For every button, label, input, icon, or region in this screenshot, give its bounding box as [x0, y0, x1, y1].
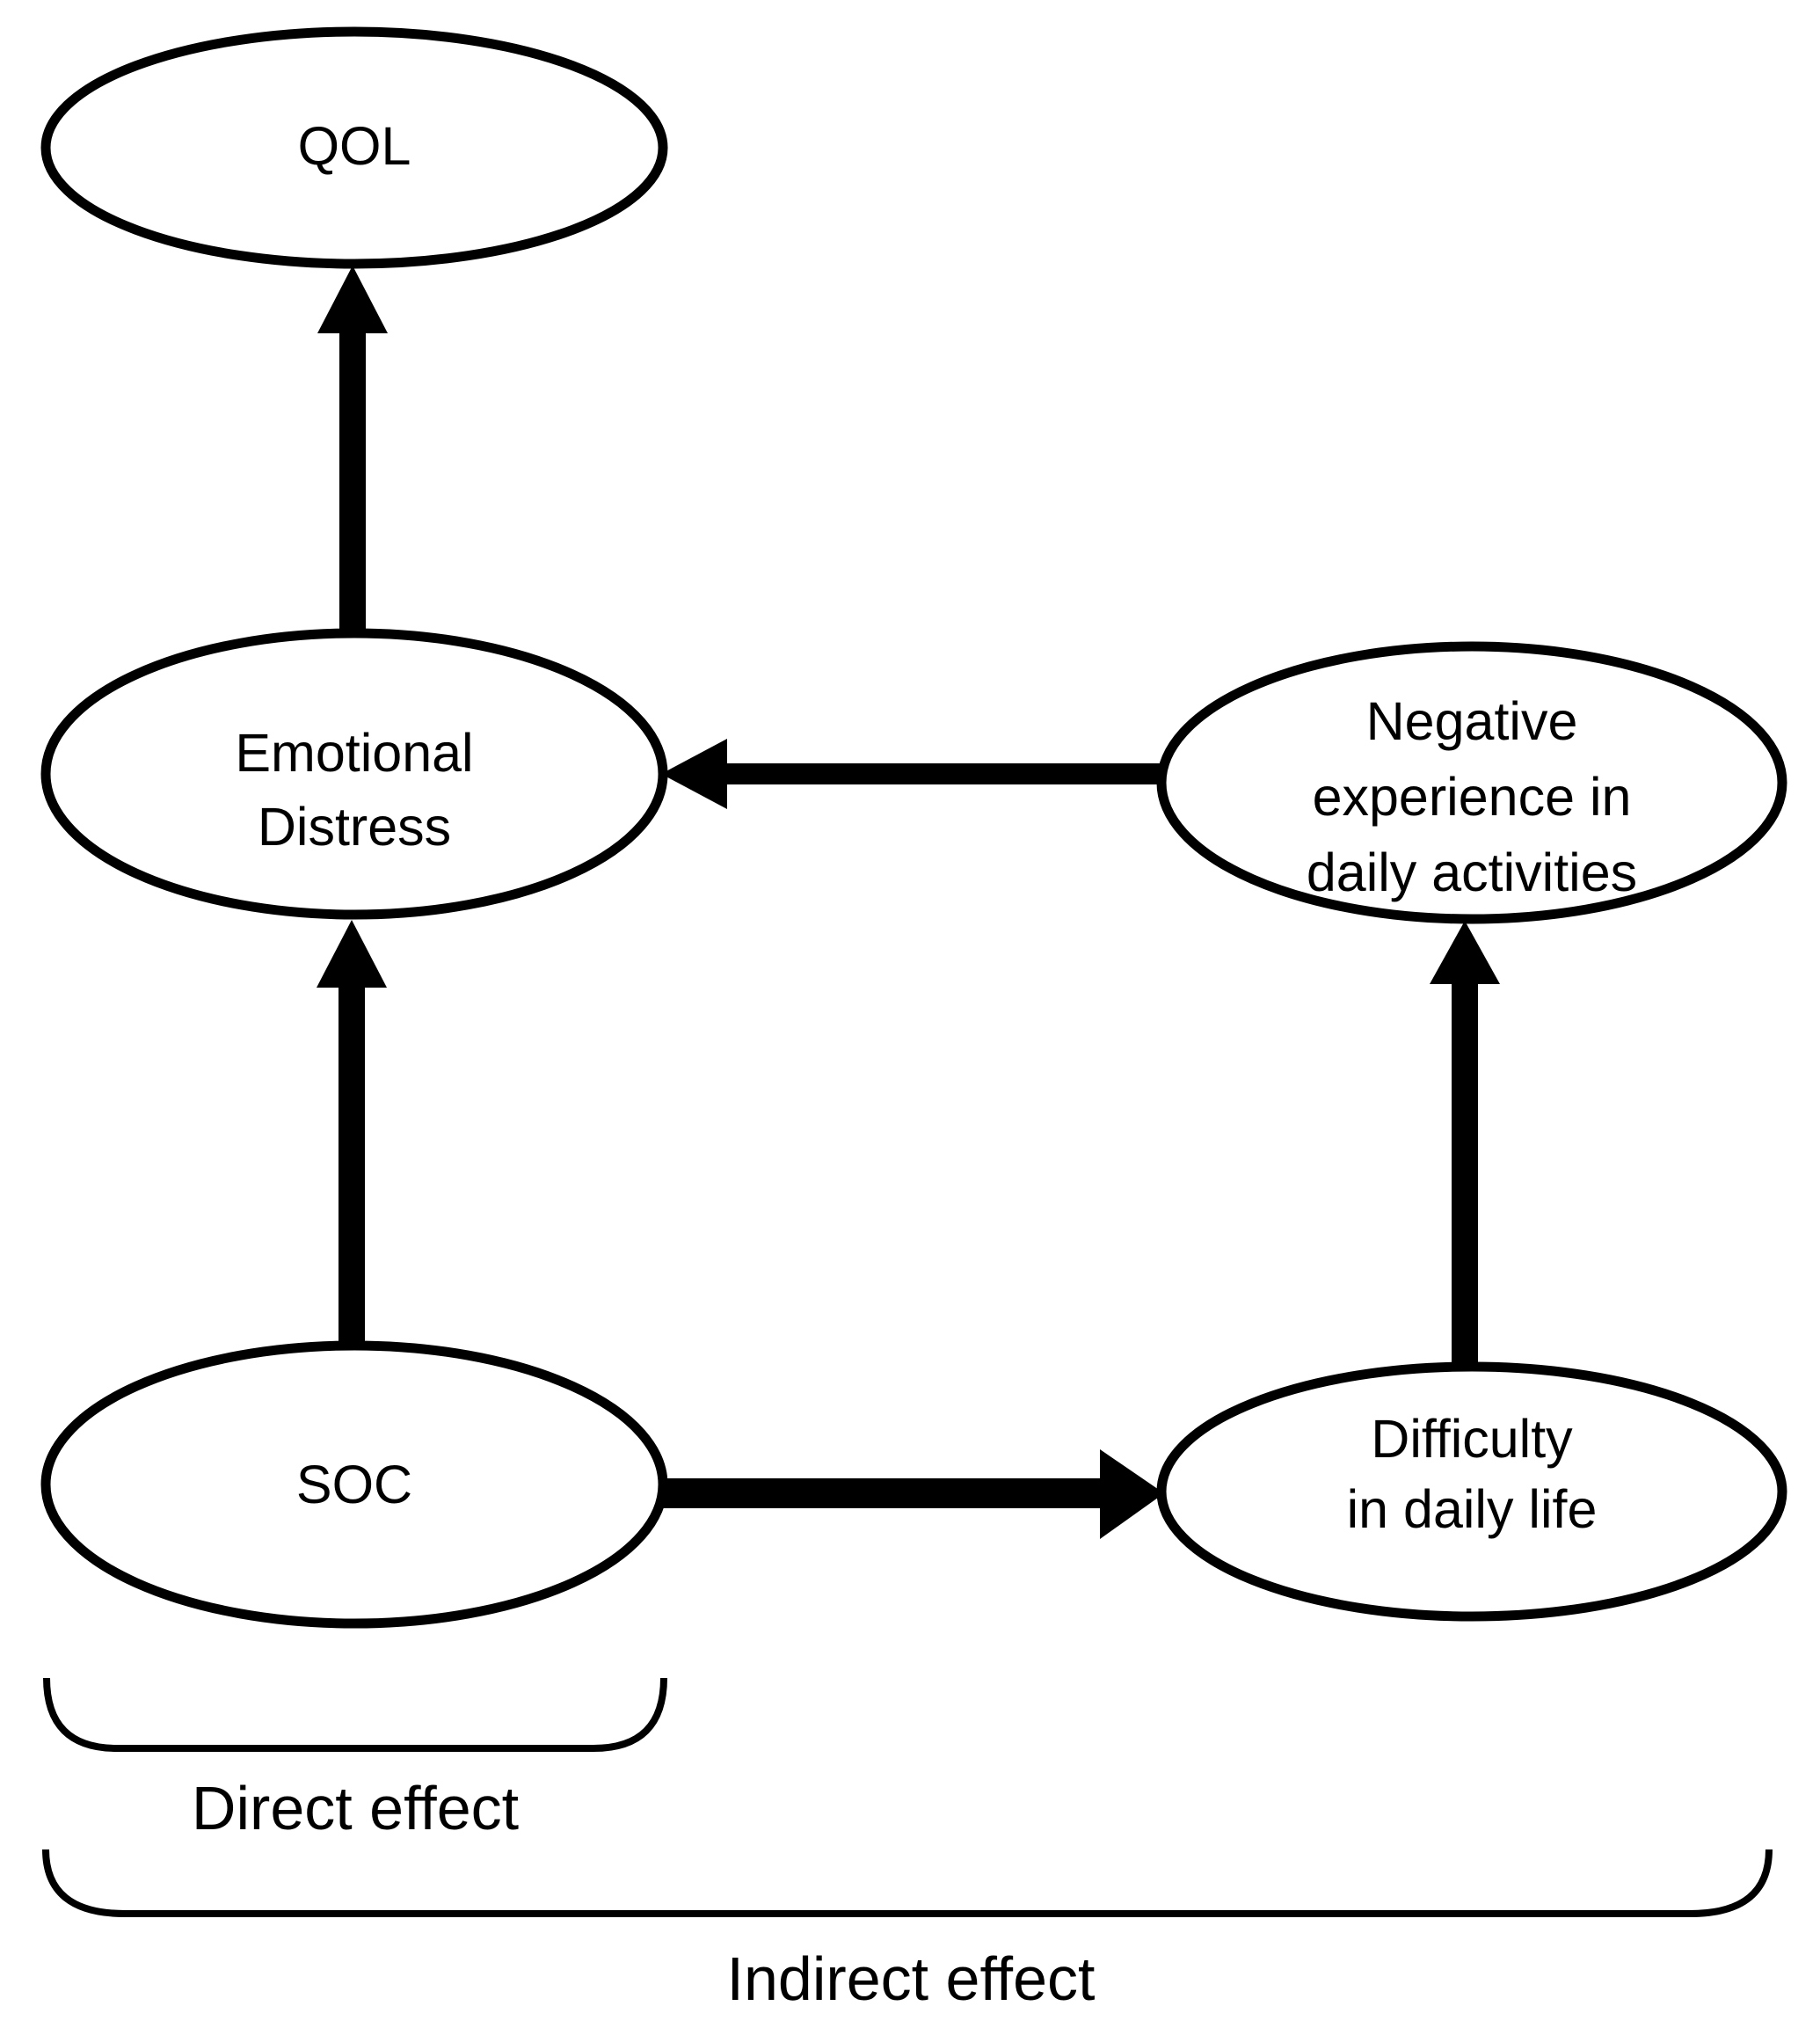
node-soc-label: SOC	[296, 1455, 412, 1514]
arrow-shaft	[339, 332, 366, 635]
indirect-effect-brace	[42, 1849, 1773, 1917]
node-negative-experience-label-line2: experience in	[1313, 767, 1632, 827]
node-soc-ellipse	[40, 1340, 668, 1629]
node-negative-experience-label-line1: Negative	[1366, 691, 1578, 751]
direct-effect-label: Direct effect	[192, 1774, 519, 1842]
arrow-shaft	[659, 1478, 1101, 1508]
arrow-soc-to-difficulty	[659, 1449, 1164, 1539]
arrow-emotional-distress-to-qol	[317, 266, 388, 635]
annotation-direct-effect: Direct effect	[43, 1677, 667, 1842]
arrow-soc-to-emotional-distress	[317, 920, 387, 1347]
arrow-head-right-icon	[1100, 1449, 1164, 1539]
node-difficulty: Difficulty in daily life	[1156, 1361, 1787, 1622]
node-emotional-distress-label-line2: Distress	[258, 797, 451, 857]
arrow-head-up-icon	[1430, 921, 1500, 984]
node-difficulty-label-line1: Difficulty	[1371, 1409, 1573, 1469]
arrow-head-up-icon	[317, 920, 387, 988]
node-emotional-distress: Emotional Distress	[40, 628, 668, 920]
node-negative-experience-ellipse	[1156, 641, 1787, 924]
arrow-shaft	[339, 987, 365, 1347]
annotation-indirect-effect: Indirect effect	[42, 1849, 1773, 2013]
node-negative-experience: Negative experience in daily activities	[1156, 641, 1787, 924]
node-difficulty-label-line2: in daily life	[1347, 1479, 1598, 1539]
arrow-shaft	[726, 763, 1162, 784]
direct-effect-brace	[43, 1677, 667, 1752]
node-negative-experience-label-line3: daily activities	[1307, 843, 1637, 902]
node-soc: SOC	[40, 1340, 668, 1629]
node-qol-label: QOL	[298, 116, 411, 176]
node-emotional-distress-label-line1: Emotional	[235, 723, 473, 783]
arrow-head-up-icon	[317, 266, 388, 333]
node-qol-ellipse	[40, 26, 668, 269]
arrow-difficulty-to-negative-experience	[1430, 921, 1500, 1370]
arrow-shaft	[1452, 983, 1478, 1370]
node-qol: QOL	[40, 26, 668, 269]
indirect-effect-label: Indirect effect	[727, 1944, 1096, 2013]
node-difficulty-ellipse	[1156, 1361, 1787, 1622]
node-emotional-distress-ellipse	[40, 628, 668, 920]
arrow-negative-experience-to-emotional-distress	[661, 739, 1162, 809]
arrow-head-left-icon	[661, 739, 727, 809]
